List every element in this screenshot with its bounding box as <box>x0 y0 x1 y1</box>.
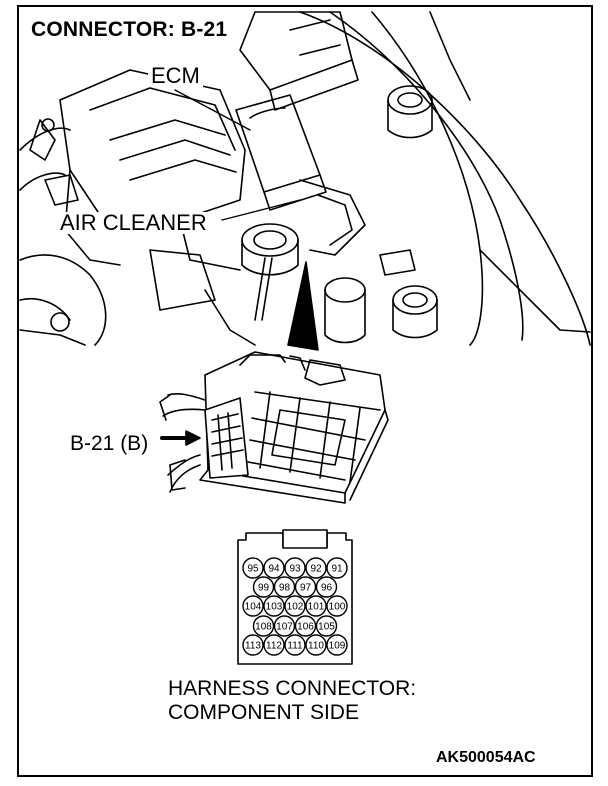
connector-pin: 98 <box>273 576 296 598</box>
connector-pin: 105 <box>315 615 338 637</box>
connector-pin-number: 109 <box>329 641 346 652</box>
connector-pin-number: 99 <box>258 583 270 594</box>
connector-pin: 100 <box>326 595 348 617</box>
connector-pin: 104 <box>242 595 264 617</box>
connector-pin: 107 <box>273 615 296 637</box>
connector-pin-number: 91 <box>331 564 343 575</box>
connector-pin-number: 102 <box>287 602 304 613</box>
connector-pin: 103 <box>263 595 285 617</box>
connector-pin-number: 100 <box>329 602 346 613</box>
connector-pin: 101 <box>305 595 327 617</box>
relay-box <box>239 11 353 91</box>
connector-pin: 111 <box>284 634 306 656</box>
connector-pin: 109 <box>326 634 348 656</box>
connector-pin: 99 <box>252 576 275 598</box>
connector-pin-number: 98 <box>279 583 291 594</box>
connector-ref-label: B-21 (B) <box>70 432 149 455</box>
connector-pin: 93 <box>284 557 306 579</box>
connector-pin: 110 <box>305 634 327 656</box>
connector-pin-number: 97 <box>300 583 312 594</box>
caption-line-2: COMPONENT SIDE <box>168 701 359 724</box>
connector-pin: 113 <box>242 634 264 656</box>
connector-pin-number: 107 <box>276 622 293 633</box>
connector-pin: 92 <box>305 557 327 579</box>
ecm-leader-line <box>174 89 251 131</box>
page-title: CONNECTOR: B-21 <box>31 18 228 41</box>
connector-pin-number: 106 <box>297 622 314 633</box>
connector-pin-number: 94 <box>268 564 280 575</box>
connector-pin-number: 103 <box>266 602 283 613</box>
connector-pin: 112 <box>263 634 285 656</box>
connector-pin-number: 95 <box>247 564 259 575</box>
ecm-enlarged <box>159 351 389 504</box>
caption-line-1: HARNESS CONNECTOR: <box>168 677 417 700</box>
connector-pin-number: 108 <box>255 622 272 633</box>
connector-pin-number: 96 <box>321 583 333 594</box>
connector-pin-number: 93 <box>289 564 301 575</box>
air-cleaner-leader-line <box>221 199 301 221</box>
connector-pin-number: 101 <box>308 602 325 613</box>
callout-pointer <box>287 261 319 351</box>
connector-pin: 102 <box>284 595 306 617</box>
connector-pin: 94 <box>263 557 285 579</box>
air-cleaner-label: AIR CLEANER <box>57 212 210 234</box>
connector-pin: 96 <box>315 576 338 598</box>
connector-pin-number: 104 <box>245 602 262 613</box>
connector-pin: 91 <box>326 557 348 579</box>
connector-pin-number: 110 <box>308 641 324 652</box>
connector-pin: 97 <box>294 576 317 598</box>
connector-pin: 95 <box>242 557 264 579</box>
figure-code: AK500054AC <box>436 749 536 766</box>
connector-pin-number: 112 <box>266 641 282 652</box>
connector-pin-number: 113 <box>245 641 261 652</box>
connector-pin: 108 <box>252 615 275 637</box>
fender-line <box>299 11 591 346</box>
connector-pin-number: 92 <box>310 564 322 575</box>
connector-pin-number: 111 <box>287 641 303 652</box>
diagram-frame <box>17 5 593 777</box>
connector-pin-number: 105 <box>318 622 335 633</box>
ecm-label: ECM <box>148 65 203 87</box>
connector-pin: 106 <box>294 615 317 637</box>
